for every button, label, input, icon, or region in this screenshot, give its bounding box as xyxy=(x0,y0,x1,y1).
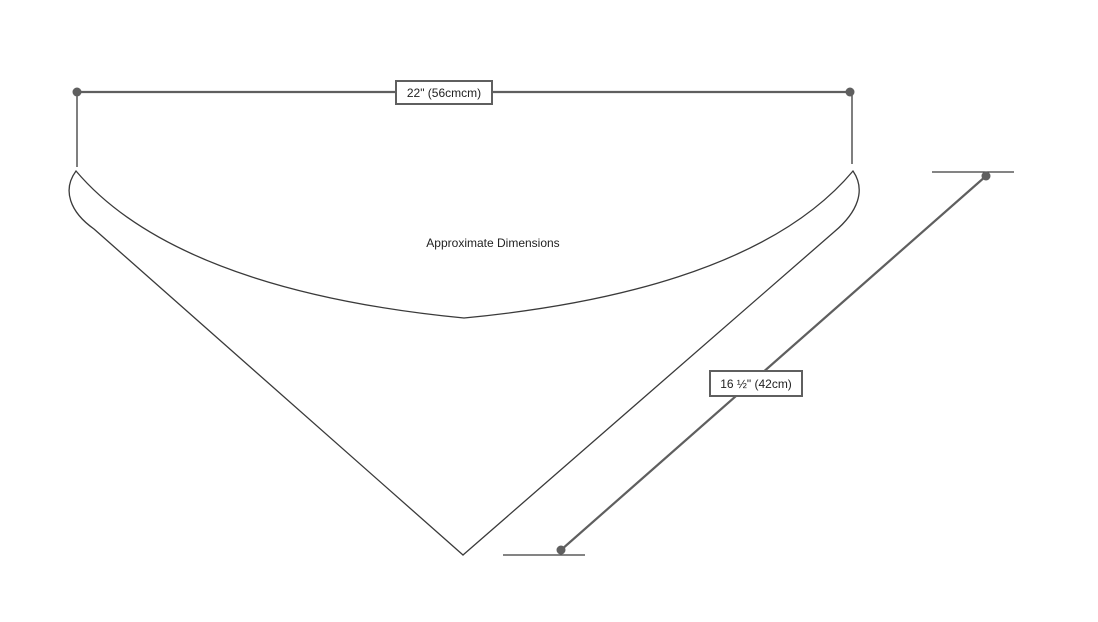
shawl-left-edge xyxy=(68,170,464,556)
depth-top-endpoint xyxy=(981,171,991,181)
shawl-right-edge xyxy=(462,170,860,556)
diagram-caption: Approximate Dimensions xyxy=(426,236,559,250)
width-label-box xyxy=(395,80,493,105)
width-dimension: 22" (56cmcm) xyxy=(72,80,855,167)
depth-label-box xyxy=(709,370,803,397)
width-left-endpoint xyxy=(72,87,82,97)
depth-label: 16 ½" (42cm) xyxy=(720,377,792,391)
depth-bottom-endpoint xyxy=(556,545,566,555)
depth-line xyxy=(560,175,987,551)
shawl-top-curve xyxy=(75,170,854,319)
shawl-outline xyxy=(68,170,860,556)
depth-dimension: 16 ½" (42cm) xyxy=(503,171,1014,556)
width-right-endpoint xyxy=(845,87,855,97)
width-label: 22" (56cmcm) xyxy=(407,86,481,100)
